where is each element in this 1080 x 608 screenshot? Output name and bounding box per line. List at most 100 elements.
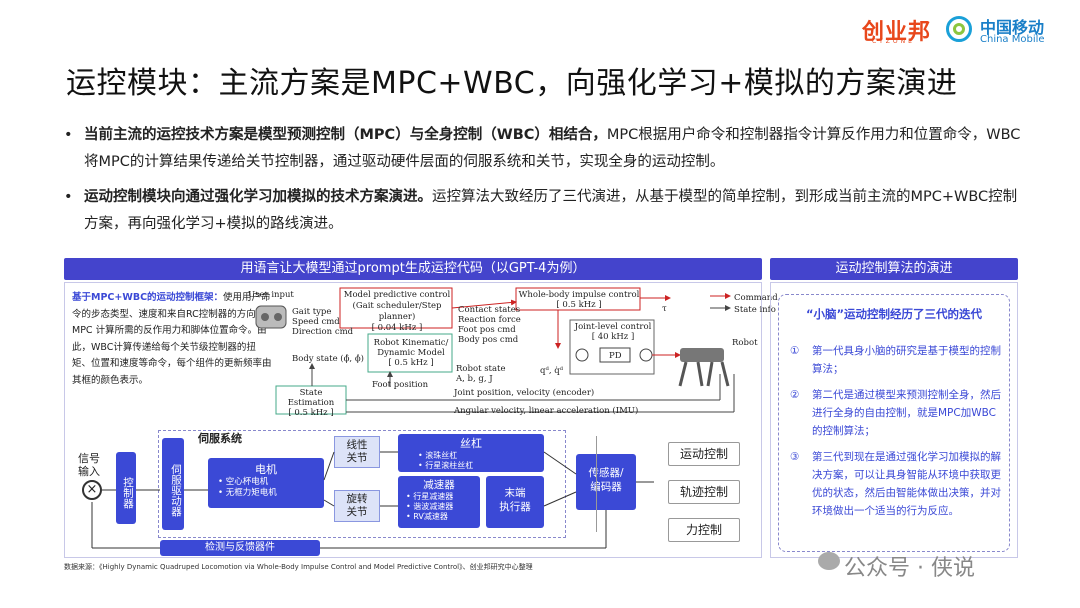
mpc-outputs: Contact states Reaction force Foot pos c… — [458, 305, 521, 345]
reducer-list: • 行星减速器 • 谐波减速器 • RV减速器 — [398, 492, 480, 522]
china-mobile-logo-en: China Mobile — [980, 34, 1045, 45]
cyzone-logo-sub: CYZONE — [872, 38, 915, 45]
sum-junction-icon: × — [82, 480, 102, 500]
reducer-block: 减速器 • 行星减速器 • 谐波减速器 • RV减速器 — [398, 476, 480, 528]
reducer-title: 减速器 — [423, 479, 455, 491]
legend-command: Command — [734, 293, 778, 303]
gait-type-label: Gait type — [292, 307, 332, 317]
mpc-block — [339, 287, 453, 329]
evolution-box — [778, 294, 1010, 552]
evolution-text: 第二代是通过模型来预测控制全身，然后进行全身的自由控制，就是MPC加WBC的控制… — [812, 389, 1001, 437]
connector-line — [323, 499, 335, 507]
output-bracket — [596, 436, 601, 532]
output-trajectory-control: 轨迹控制 — [668, 480, 740, 504]
evolution-num: ① — [790, 345, 800, 357]
robot-label: Robot — [732, 338, 758, 348]
foot-pos-cmd-label: Foot pos cmd — [458, 325, 516, 335]
motor-title: 电机 — [255, 463, 277, 476]
reducer-item: • 行星减速器 — [406, 492, 454, 501]
state-est-rate: [ 0.5 kHz ] — [288, 408, 334, 418]
china-mobile-logo-cn: 中国移动 — [980, 18, 1045, 37]
footnote: 数据来源：《Highly Dynamic Quadruped Locomotio… — [64, 563, 533, 571]
legend-state-info: State info — [734, 305, 776, 315]
contact-states-label: Contact states — [458, 305, 521, 315]
state-est-title: State Estimation — [287, 388, 335, 408]
tau-label: τ — [662, 304, 667, 314]
robot-state-label: Robot state A, b, g, J — [456, 364, 506, 384]
bullet-item: 运动控制模块向通过强化学习加模拟的技术方案演进。运控算法大致经历了三代演进，从基… — [64, 184, 1024, 238]
evolution-item: ② 第二代是通过模型来预测控制全身，然后进行全身的自由控制，就是MPC加WBC的… — [790, 386, 1004, 440]
foot-position-label: Foot position — [372, 380, 429, 390]
page-title: 运控模块：主流方案是MPC+WBC，向强化学习+模拟的方案演进 — [66, 66, 958, 101]
mpc-sub: (Gait scheduler/Step planner) — [352, 301, 442, 322]
framework-description: 基于MPC+WBC的运动控制框架：使用用户命令的步态类型、速度和来自RC控制器的… — [72, 290, 272, 389]
evolution-text: 第三代到现在是通过强化学习加模拟的解决方案，可以让具身智能从环境中获取更优的状态… — [812, 451, 1001, 517]
mpc-rate: [ 0.04 kHz ] — [371, 323, 423, 333]
joint-rate: [ 40 kHz ] — [591, 332, 635, 342]
framework-title: 基于MPC+WBC的运动控制框架： — [72, 292, 224, 303]
wbc-label: Whole-body impulse control [ 0.5 kHz ] — [518, 290, 640, 310]
robot-kinematic-block — [367, 333, 453, 373]
motor-list: • 空心杯电机 • 无框力矩电机 — [208, 477, 324, 499]
q-cmd-label: qᵈ, q̇ᵈ — [540, 366, 564, 376]
reducer-item: • RV减速器 — [406, 512, 448, 521]
linear-joint-block: 线性 关节 — [334, 436, 380, 468]
screw-title: 丝杠 — [460, 437, 482, 450]
screw-item: • 行星滚柱丝杠 — [418, 461, 474, 470]
left-panel-header: 用语言让大模型通过prompt生成运控代码（以GPT-4为例） — [64, 258, 762, 280]
evolution-item: ③ 第三代到现在是通过强化学习加模拟的解决方案，可以让具身智能从环境中获取更优的… — [790, 448, 1004, 520]
state-estimation-block — [275, 385, 347, 415]
evolution-item: ① 第一代具身小脑的研究是基于模型的控制算法； — [790, 342, 1004, 378]
bullet-item: 当前主流的运控技术方案是模型预测控制（MPC）与全身控制（WBC）相结合，MPC… — [64, 122, 1024, 176]
rc-controller-icon — [255, 305, 287, 329]
joint-ctrl-title: Joint-level control — [574, 322, 652, 332]
robot-dog-leg — [720, 361, 730, 387]
motor-item: • 空心杯电机 — [218, 477, 269, 487]
joint-pos-label: Joint position, velocity (encoder) — [454, 388, 595, 398]
signal-input-label: 信号 输入 — [78, 452, 100, 478]
servo-system-box — [158, 430, 566, 538]
china-mobile-logo-icon — [946, 16, 972, 42]
wbc-rate: [ 0.5 kHz ] — [556, 300, 602, 310]
end-effector-block: 末端 执行器 — [486, 476, 544, 528]
user-input-cmds: Gait type Speed cmd Direction cmd — [292, 307, 353, 337]
evolution-num: ② — [790, 389, 800, 401]
dyn-rate: [ 0.5 kHz ] — [388, 358, 434, 368]
evolution-list: ① 第一代具身小脑的研究是基于模型的控制算法； ② 第二代是通过模型来预测控制全… — [790, 342, 1004, 520]
body-pos-cmd-label: Body pos cmd — [458, 335, 519, 345]
connector-line — [323, 451, 335, 481]
mpc-title: Model predictive control — [343, 290, 451, 300]
arrow-mpc-wbc — [451, 299, 517, 309]
output-force-control: 力控制 — [668, 518, 740, 542]
cyzone-logo: 创业邦 — [862, 20, 932, 45]
diagram-legend: Command State info — [734, 292, 778, 316]
evolution-num: ③ — [790, 451, 800, 463]
left-panel — [64, 282, 762, 558]
servo-system-title: 伺服系统 — [198, 432, 242, 445]
reducer-item: • 谐波减速器 — [406, 502, 454, 511]
bullet-bold: 当前主流的运控技术方案是模型预测控制（MPC）与全身控制（WBC）相结合， — [84, 127, 607, 143]
wbc-title: Whole-body impulse control — [518, 290, 640, 300]
reaction-force-label: Reaction force — [458, 315, 521, 325]
body-state-label: Body state (ϕ̂, ϕ̇) — [292, 354, 364, 364]
rc-stick-right — [274, 313, 282, 321]
wechat-icon — [818, 552, 840, 570]
robot-dog-leg — [696, 361, 704, 387]
bullet-bold: 运动控制模块向通过强化学习加模拟的技术方案演进。 — [84, 189, 432, 205]
framework-text: 使用用户命令的步态类型、速度和来自RC控制器的方向，MPC 计算所需的反作用力和… — [72, 292, 272, 386]
direction-cmd-label: Direction cmd — [292, 327, 354, 337]
joint-level-block — [569, 319, 655, 375]
sum-node-1 — [575, 348, 589, 362]
user-input-label: User input — [248, 290, 294, 300]
sensor-encoder-block: 传感器/ 编码器 — [576, 454, 636, 510]
servo-connectors — [91, 451, 654, 549]
connector-line — [543, 451, 577, 475]
motor-item: • 无框力矩电机 — [218, 488, 277, 498]
joint-ctrl-label: Joint-level control [ 40 kHz ] — [572, 322, 654, 342]
speed-cmd-label: Speed cmd — [292, 317, 340, 327]
rc-stick-left — [261, 313, 269, 321]
right-panel-header: 运动控制算法的演进 — [770, 258, 1018, 280]
bullet-text: MPC根据用户命令和控制器指令计算反作用力和位置命令，WBC将MPC的计算结果传… — [84, 127, 1021, 170]
output-motion-control: 运动控制 — [668, 442, 740, 466]
bullet-text: 运控算法大致经历了三代演进，从基于模型的简单控制，到形成当前主流的MPC+WBC… — [84, 189, 1018, 232]
